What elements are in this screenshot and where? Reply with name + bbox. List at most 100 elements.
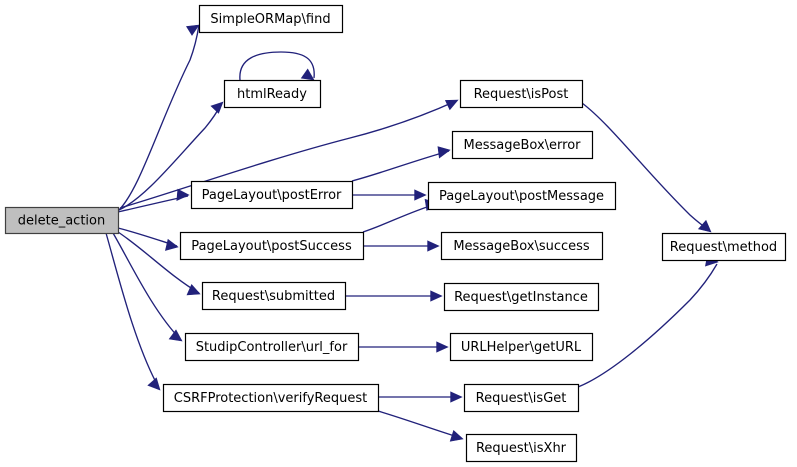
node-box[interactable] <box>451 130 594 160</box>
node-box[interactable] <box>440 231 604 261</box>
arrowhead-icon <box>168 329 183 342</box>
node-label: StudipController\url_for <box>196 340 348 355</box>
edge-line <box>239 51 315 81</box>
edge-verifyRequest-to-isGet <box>378 391 463 403</box>
graph-node-htmlready[interactable]: htmlReady <box>223 79 322 109</box>
arrowhead-icon <box>210 101 224 114</box>
edge-line <box>117 231 200 294</box>
node-box[interactable] <box>223 79 322 109</box>
graph-node-isGet[interactable]: Request\isGet <box>463 383 580 413</box>
node-box[interactable] <box>661 232 787 262</box>
graph-node-getInstance[interactable]: Request\getInstance <box>443 282 600 312</box>
edges-layer <box>105 24 719 442</box>
edge-line <box>118 102 223 211</box>
edge-line <box>117 24 200 212</box>
edge-delete_action-to-submitted <box>117 231 201 296</box>
edge-htmlready-to-htmlready <box>239 51 315 81</box>
arrowhead-icon <box>300 68 315 81</box>
edge-submitted-to-getInstance <box>345 290 443 302</box>
edge-delete_action-to-isPost <box>119 99 459 209</box>
node-box[interactable] <box>459 79 584 109</box>
edge-verifyRequest-to-isXhr <box>377 410 464 442</box>
edge-url_for-to-getURL <box>358 341 449 353</box>
node-box[interactable] <box>190 180 354 210</box>
edge-line <box>112 232 182 341</box>
edge-line <box>351 150 450 182</box>
graph-node-delete_action[interactable]: delete_action <box>4 206 120 235</box>
edge-delete_action-to-url_for <box>112 232 183 342</box>
node-label: Request\isPost <box>474 87 569 102</box>
node-label: PageLayout\postMessage <box>439 189 604 204</box>
node-label: htmlReady <box>237 87 307 102</box>
node-box[interactable] <box>463 383 580 413</box>
edge-postSuccess-to-mbSuccess <box>363 240 440 252</box>
edge-postError-to-mbError <box>351 146 451 182</box>
arrowhead-icon <box>414 189 427 201</box>
graph-node-postSuccess[interactable]: PageLayout\postSuccess <box>179 231 365 261</box>
node-box[interactable] <box>427 181 617 211</box>
node-box[interactable] <box>443 282 600 312</box>
node-box[interactable] <box>162 383 380 413</box>
edge-postSuccess-to-postMessage <box>362 198 438 233</box>
graph-node-getURL[interactable]: URLHelper\getURL <box>449 332 594 362</box>
edge-isPost-to-method <box>581 102 712 233</box>
node-label: Request\getInstance <box>454 290 588 305</box>
node-box[interactable] <box>198 4 344 34</box>
graph-node-submitted[interactable]: Request\submitted <box>201 281 347 311</box>
node-label: PageLayout\postSuccess <box>191 239 352 254</box>
node-label: CSRFProtection\verifyRequest <box>174 391 367 406</box>
node-label: SimpleORMap\find <box>210 12 330 27</box>
edge-delete_action-to-postError <box>117 188 190 213</box>
arrowhead-icon <box>437 146 451 159</box>
node-label: Request\submitted <box>212 289 335 304</box>
node-label: MessageBox\error <box>464 138 582 153</box>
node-label: Request\isXhr <box>476 441 567 456</box>
edge-delete_action-to-simpleormap_find <box>117 24 200 212</box>
node-box[interactable] <box>184 332 360 362</box>
arrowhead-icon <box>186 284 201 296</box>
graph-node-postMessage[interactable]: PageLayout\postMessage <box>427 181 617 211</box>
arrowhead-icon <box>436 341 449 353</box>
node-label: Request\isGet <box>476 391 567 406</box>
arrowhead-icon <box>449 429 464 442</box>
node-box[interactable] <box>4 206 120 235</box>
edge-postError-to-postMessage <box>352 189 427 201</box>
graph-node-mbError[interactable]: MessageBox\error <box>451 130 594 160</box>
node-label: PageLayout\postError <box>202 188 342 203</box>
node-label: Request\method <box>670 240 777 255</box>
edge-line <box>119 100 457 209</box>
node-label: MessageBox\success <box>453 239 590 254</box>
graph-node-verifyRequest[interactable]: CSRFProtection\verifyRequest <box>162 383 380 413</box>
nodes-layer: delete_action SimpleORMap\find htmlReadyPa… <box>4 4 787 463</box>
node-box[interactable] <box>179 231 365 261</box>
graph-node-postError[interactable]: PageLayout\postError <box>190 180 354 210</box>
edge-delete_action-to-postSuccess <box>117 227 179 251</box>
edge-line <box>581 102 710 231</box>
node-label: URLHelper\getURL <box>461 340 582 355</box>
edge-isGet-to-method <box>577 254 719 388</box>
edge-line <box>377 410 462 439</box>
graph-node-isXhr[interactable]: Request\isXhr <box>465 433 578 463</box>
node-label: delete_action <box>18 214 105 229</box>
graph-node-method[interactable]: Request\method <box>661 232 787 262</box>
edge-delete_action-to-verifyRequest <box>105 232 161 391</box>
arrowhead-icon <box>185 24 200 36</box>
edge-line <box>105 232 160 389</box>
edge-line <box>362 203 437 233</box>
node-box[interactable] <box>449 332 594 362</box>
graph-node-isPost[interactable]: Request\isPost <box>459 79 584 109</box>
arrowhead-icon <box>444 99 459 111</box>
arrowhead-icon <box>147 377 161 391</box>
graph-node-url_for[interactable]: StudipController\url_for <box>184 332 360 362</box>
node-box[interactable] <box>201 281 347 311</box>
arrowhead-icon <box>427 240 440 252</box>
graph-node-simpleormap_find[interactable]: SimpleORMap\find <box>198 4 344 34</box>
edge-delete_action-to-htmlready <box>118 101 224 211</box>
edge-line <box>577 263 718 388</box>
graph-node-mbSuccess[interactable]: MessageBox\success <box>440 231 604 261</box>
arrowhead-icon <box>430 290 443 302</box>
node-box[interactable] <box>465 433 578 463</box>
arrowhead-icon <box>450 391 463 403</box>
